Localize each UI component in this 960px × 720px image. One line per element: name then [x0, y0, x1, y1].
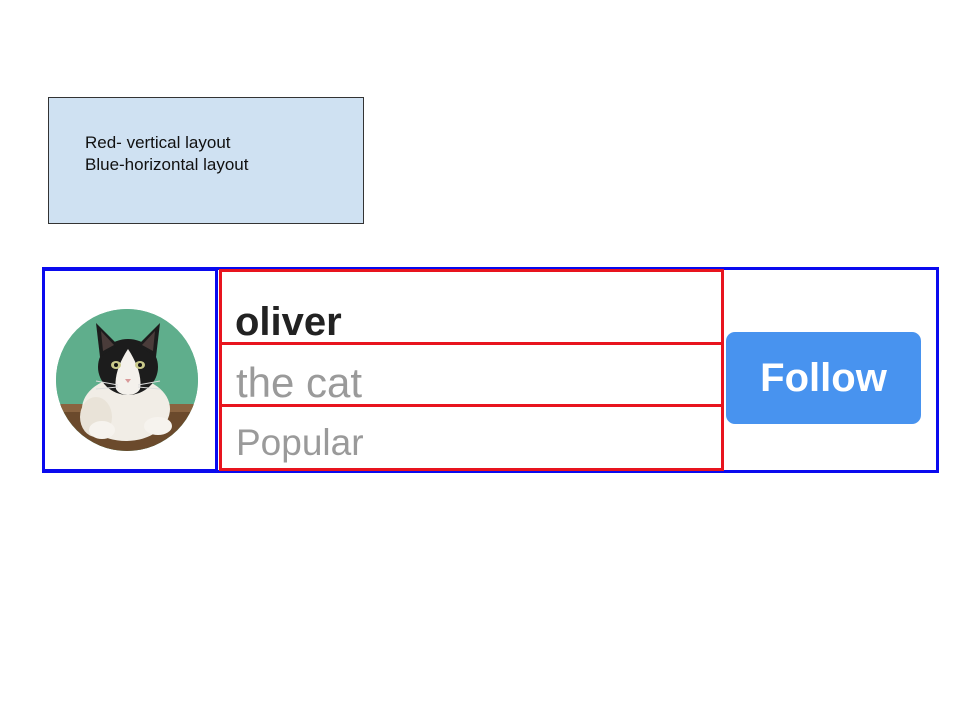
legend-box: Red- vertical layout Blue-horizontal lay… [48, 97, 364, 224]
profile-description: the cat [236, 359, 363, 406]
follow-button[interactable]: Follow [726, 332, 921, 424]
tag-cell: Popular [219, 404, 724, 471]
legend-blue-text: Blue-horizontal layout [85, 155, 249, 174]
profile-name: oliver [235, 300, 342, 344]
avatar-layout-cell [42, 268, 218, 472]
name-cell: oliver [219, 269, 724, 345]
legend-red-text: Red- vertical layout [85, 133, 231, 152]
description-cell: the cat [219, 342, 724, 407]
cat-photo-icon [56, 309, 198, 451]
profile-tag: Popular [236, 422, 364, 463]
avatar [56, 309, 198, 451]
